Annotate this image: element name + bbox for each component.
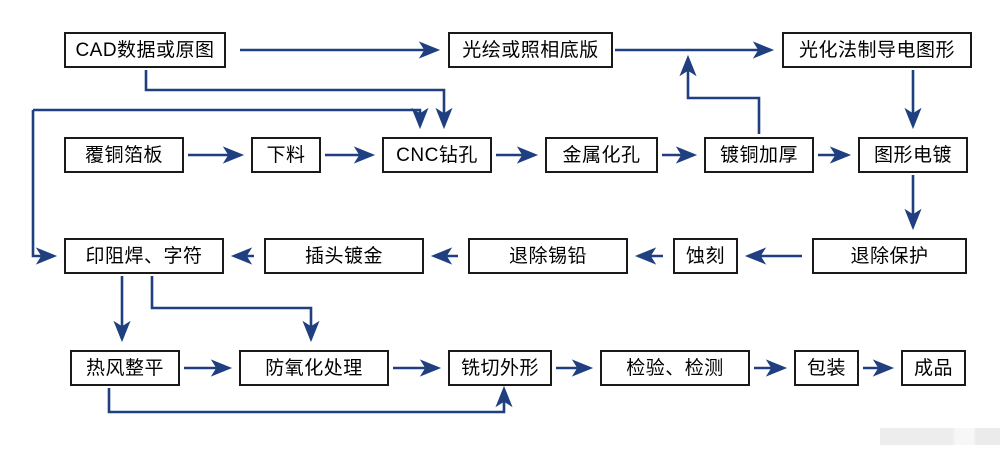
- node-cuplate[interactable]: 镀铜加厚: [704, 137, 814, 173]
- node-label-pth: 金属化孔: [562, 144, 641, 166]
- node-goldplate[interactable]: 插头镀金: [264, 238, 424, 274]
- node-finished[interactable]: 成品: [901, 350, 966, 386]
- node-packing[interactable]: 包装: [794, 350, 859, 386]
- node-label-solderink: 印阻焊、字符: [85, 245, 203, 267]
- node-label-routing: 铣切外形: [460, 357, 539, 379]
- node-cad[interactable]: CAD数据或原图: [64, 32, 226, 68]
- edge-hasl-to-routing: [107, 385, 513, 414]
- edge-leftbus-to-cnc: [33, 107, 429, 130]
- node-label-striptin: 退除锡铅: [508, 245, 587, 267]
- node-label-packing: 包装: [806, 357, 846, 379]
- node-patplate[interactable]: 图形电镀: [858, 137, 968, 173]
- node-label-etch: 蚀刻: [685, 245, 725, 267]
- node-label-goldplate: 插头镀金: [304, 245, 383, 267]
- node-pth[interactable]: 金属化孔: [545, 137, 658, 173]
- node-label-photoimage: 光化法制导电图形: [798, 39, 955, 61]
- node-label-photoplot: 光绘或照相底版: [462, 39, 599, 61]
- node-label-clad: 覆铜箔板: [84, 144, 163, 166]
- node-routing[interactable]: 铣切外形: [448, 350, 552, 386]
- node-hasl[interactable]: 热风整平: [70, 350, 180, 386]
- node-photoplot[interactable]: 光绘或照相底版: [448, 32, 613, 68]
- node-photoimage[interactable]: 光化法制导电图形: [782, 32, 972, 68]
- node-label-inspect: 检验、检测: [626, 357, 724, 379]
- node-label-cnc: CNC钻孔: [396, 144, 478, 166]
- node-label-cad: CAD数据或原图: [75, 39, 215, 61]
- edge-cuplate-to-photolink: [679, 54, 761, 134]
- node-cnc[interactable]: CNC钻孔: [382, 137, 492, 173]
- node-stripres[interactable]: 退除保护: [812, 238, 967, 274]
- node-label-cuplate: 镀铜加厚: [719, 144, 798, 166]
- node-label-cutting: 下料: [266, 144, 306, 166]
- edge-solderink-to-antiox: [150, 276, 320, 343]
- node-inspect[interactable]: 检验、检测: [600, 350, 750, 386]
- node-antiox[interactable]: 防氧化处理: [239, 350, 389, 386]
- node-label-antiox: 防氧化处理: [265, 357, 363, 379]
- node-label-patplate: 图形电镀: [873, 144, 952, 166]
- edge-cad-to-cnc: [144, 70, 453, 130]
- node-striptin[interactable]: 退除锡铅: [468, 238, 628, 274]
- node-label-hasl: 热风整平: [85, 357, 164, 379]
- node-label-finished: 成品: [913, 357, 953, 379]
- node-solderink[interactable]: 印阻焊、字符: [64, 238, 224, 274]
- watermark-bar: [880, 428, 1000, 445]
- node-cutting[interactable]: 下料: [251, 137, 321, 173]
- node-label-stripres: 退除保护: [850, 245, 929, 267]
- node-etch[interactable]: 蚀刻: [673, 238, 738, 274]
- edge-leftbus-to-solderink: [31, 110, 58, 265]
- node-clad[interactable]: 覆铜箔板: [64, 137, 184, 173]
